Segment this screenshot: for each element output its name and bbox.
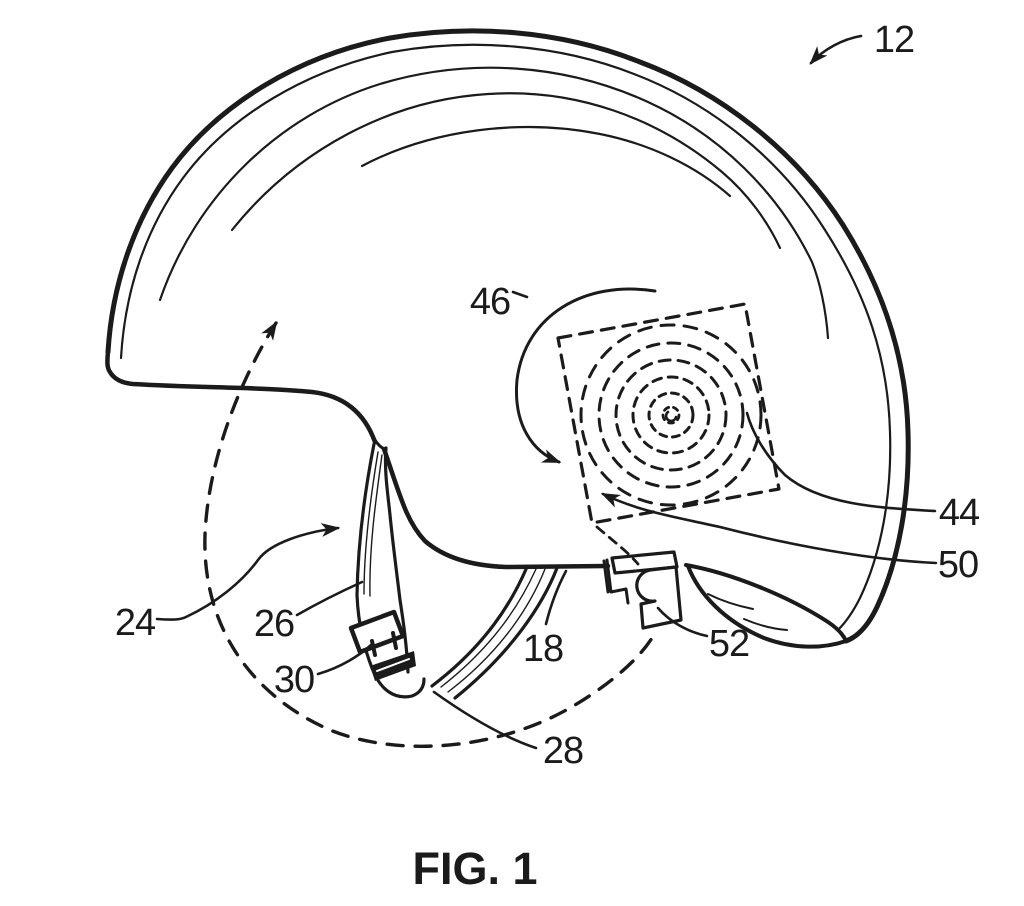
ref-label-28: 28	[543, 730, 583, 772]
helmet-outer-shell	[105, 28, 911, 644]
coil-ring-4	[614, 358, 728, 472]
figure-caption: FIG. 1	[412, 843, 537, 894]
leader-arrow-24	[155, 523, 341, 621]
ear-pad-edge	[684, 563, 848, 649]
leader-line-30	[316, 643, 373, 676]
coil-ring-6	[579, 323, 763, 507]
coil-ring-1	[661, 405, 681, 425]
ref-label-52: 52	[709, 623, 749, 665]
ref-label-26: 26	[254, 603, 294, 645]
helmet-face-opening-edge	[381, 446, 611, 570]
ref-label-18: 18	[523, 628, 563, 670]
leader-line-28	[432, 690, 538, 750]
ref-label-30: 30	[274, 659, 314, 701]
leader-line-18	[544, 569, 568, 626]
ref-label-12: 12	[874, 19, 914, 61]
leader-line-52	[656, 606, 709, 638]
strap-webbing-lines	[363, 451, 383, 597]
clip-hook-body	[635, 565, 683, 630]
ear-pad-hatching	[707, 593, 788, 631]
retention-clip	[602, 550, 683, 630]
strap-tip	[370, 666, 426, 699]
coil-patch-dashed-square	[556, 302, 781, 525]
leader-arrow-12	[809, 34, 863, 65]
leader-lines	[155, 34, 938, 750]
shell-contour-arc-3	[230, 92, 782, 250]
shell-contour-arc-4	[360, 125, 732, 198]
clip-left-bracket	[602, 558, 630, 605]
shell-inner-line	[119, 43, 892, 632]
strap-anchor-wedge	[373, 438, 386, 451]
leader-line-26	[295, 580, 364, 617]
buckle-lower-bar-highlight	[376, 658, 410, 672]
coil-ring-5	[597, 341, 745, 489]
ref-label-44: 44	[939, 492, 980, 534]
hidden-lines	[203, 302, 781, 748]
chin-strap	[348, 442, 559, 700]
leader-arrow-50	[600, 492, 938, 565]
helmet-front-edge	[105, 349, 378, 445]
buckle-ticks	[370, 631, 398, 657]
strap-rear-webbing	[440, 568, 546, 693]
helmet-shell	[105, 28, 911, 649]
reference-numerals: 12 46 44 50 52 18 24 26 30 28	[115, 19, 981, 772]
buckle-upper-clamp	[348, 609, 406, 655]
coil-ring-2	[647, 391, 695, 439]
ref-label-24: 24	[115, 602, 156, 644]
rotation-arrow-46	[514, 287, 657, 464]
strap-rear-edges	[430, 565, 559, 700]
coil-spiral-center	[664, 410, 678, 423]
coil-ring-3	[631, 375, 711, 455]
leader-dash-46	[511, 290, 529, 299]
shell-contour-arc-2	[158, 66, 830, 340]
head-region-dashed-arc	[203, 320, 654, 748]
ref-label-50: 50	[938, 544, 978, 586]
leader-line-44	[745, 411, 937, 513]
ref-label-46: 46	[470, 281, 510, 323]
patch-to-clip-dashed-link	[595, 525, 640, 566]
